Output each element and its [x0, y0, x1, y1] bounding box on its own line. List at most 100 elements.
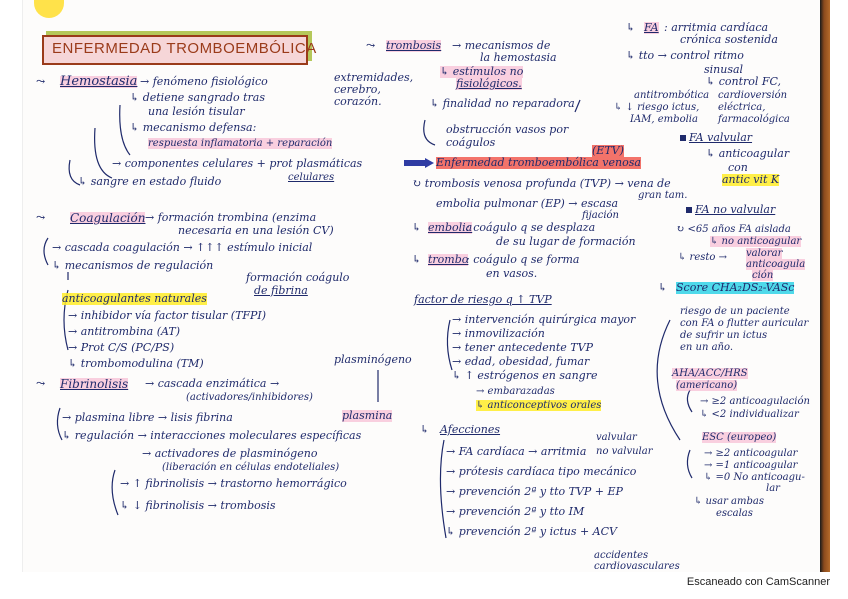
square-bullet-icon	[686, 207, 692, 213]
hemostasia-line: una lesión tisular	[148, 105, 245, 118]
trombosis-line: la hemostasia	[480, 51, 557, 64]
fa-novalvular-line: anticoagula	[746, 259, 806, 270]
arrow-icon: ↳	[658, 281, 668, 294]
novalvular-label: no valvular	[596, 446, 653, 457]
fa-novalvular-line: ↳ no anticoagular	[710, 236, 802, 247]
heading-afecciones: Afecciones	[440, 423, 501, 436]
coagulacion-line: → formación trombina (enzima	[145, 211, 317, 224]
fa-novalvular-line: ↳ resto →	[678, 252, 727, 263]
arrow-icon: ⤳	[36, 211, 46, 224]
fa-line: crónica sostenida	[680, 33, 778, 46]
etv-line: de su lugar de formación	[496, 235, 636, 248]
riesgo-item: → edad, obesidad, fumar	[452, 355, 590, 368]
coagulacion-line: de fibrina	[254, 284, 308, 297]
arrow-icon: ⤳	[366, 39, 376, 52]
hemostasia-line: ↳ sangre en estado fluido	[78, 175, 222, 188]
esc-line: lar	[766, 483, 780, 494]
riesgo-item: → intervención quirúrgica mayor	[452, 313, 636, 326]
trombosis-line: ↳ estímulos no	[440, 65, 524, 78]
score-line: con FA o flutter auricular	[680, 318, 809, 329]
trombosis-location: cerebro,	[334, 83, 381, 96]
heading-hemostasia: Hemostasia	[60, 74, 138, 89]
anticoagulantes-heading: anticoagulantes naturales	[62, 292, 207, 305]
heading-coagulacion: Coagulación	[70, 211, 146, 225]
fa-line: IAM, embolia	[630, 114, 698, 125]
fibrinolisis-line: (liberación en células endoteliales)	[162, 462, 340, 473]
arrow-icon: ↳	[420, 423, 430, 436]
fa-line: farmacológica	[718, 114, 790, 125]
esc-guideline: ESC (europeo)	[702, 432, 777, 443]
fa-valvular-line: antic vit K	[722, 173, 780, 186]
afeccion-item: → prevención 2ª y tto IM	[446, 505, 585, 518]
esc-line: ↳ =0 No anticoagu-	[704, 472, 805, 483]
hemostasia-line: celulares	[288, 172, 335, 183]
coagulacion-line: necesaria en una lesión CV)	[178, 224, 334, 237]
hemostasia-line: respuesta inflamatoria + reparación	[148, 138, 333, 149]
afeccion-item: ↳ prevención 2ª y ictus + ACV	[446, 525, 617, 538]
riesgo-item: → inmovilización	[452, 327, 545, 340]
fibrinolisis-line: → ↑ fibrinolisis → trastorno hemorrágico	[120, 477, 347, 490]
etv-line: embolia pulmonar (EP) → escasa	[436, 197, 619, 210]
coagulacion-line: formación coágulo	[246, 271, 350, 284]
score-cha2ds2-vasc: Score CHA₂DS₂-VASc	[676, 281, 795, 294]
fa-line: ↳ ↓ riesgo ictus,	[614, 102, 700, 113]
etv-abbreviation: (ETV)	[592, 144, 624, 157]
embolia-term: embolia	[428, 221, 473, 234]
aha-guideline: AHA/ACC/HRS	[672, 368, 748, 379]
aha-line: ↳ <2 individualizar	[700, 409, 799, 420]
scanner-watermark: Escaneado con CamScanner	[686, 576, 830, 588]
fa-line: antitrombótica	[634, 90, 710, 101]
score-line: en un año.	[680, 342, 734, 353]
plasmina-label: plasmina	[342, 409, 393, 422]
esc-line: → =1 anticoagular	[704, 460, 798, 471]
fa-novalvular-line: valorar	[746, 248, 783, 259]
anticoagulante-item: → antitrombina (AT)	[68, 325, 180, 338]
afeccion-item: → FA cardíaca → arritmia	[446, 445, 587, 458]
heading-riesgo: factor de riesgo q ↑ TVP	[414, 293, 552, 306]
arrow-icon: ↳	[412, 221, 422, 234]
fa-line: cardioversión	[718, 90, 788, 101]
etv-line: : coágulo q se desplaza	[466, 221, 596, 234]
fibrinolisis-line: (activadores/inhibidores)	[186, 392, 313, 403]
fa-novalvular-line: ↻ <65 años FA aislada	[676, 224, 791, 235]
fa-valvular-line: ↳ anticoagular	[706, 147, 790, 160]
page-edge	[820, 0, 830, 572]
fa-line: ↳ control FC,	[706, 75, 782, 88]
trombosis-line: fisiológicos.	[456, 77, 522, 90]
afeccion-item: → prótesis cardíaca tipo mecánico	[446, 465, 637, 478]
fibrinolisis-line: ↳ regulación → interacciones moleculares…	[62, 429, 362, 442]
fibrinolisis-line: → activadores de plasminógeno	[142, 447, 318, 460]
afeccion-item: → prevención 2ª y tto TVP + EP	[446, 485, 623, 498]
hemostasia-line: ↳ detiene sangrado tras	[130, 91, 265, 104]
aha-guideline: (americano)	[676, 380, 738, 391]
trombosis-line: → mecanismos de	[452, 39, 551, 52]
riesgo-item: → tener antecedente TVP	[452, 341, 593, 354]
arrow-icon: ⤳	[36, 377, 46, 390]
esc-line: → ≥2 anticoagular	[704, 448, 798, 459]
etv-line: fijación	[582, 210, 619, 221]
title-banner	[42, 35, 308, 65]
fa-valvular-line: con	[728, 161, 748, 174]
riesgo-subitem: → embarazadas	[476, 386, 555, 397]
esc-line: ↳ usar ambas	[694, 496, 764, 507]
heading-fa: FA	[644, 21, 659, 34]
trombosis-line: coágulos	[446, 136, 496, 149]
etv-line: : coágulo q se forma	[466, 253, 580, 266]
score-line: de sufrir un ictus	[680, 330, 768, 341]
anticoagulante-item: → inhibidor vía factor tisular (TFPI)	[68, 309, 267, 322]
fa-valvular-heading: FA valvular	[680, 132, 752, 144]
riesgo-subitem: ↳ anticonceptivos orales	[476, 400, 602, 411]
acv-label: accidentes	[594, 550, 649, 561]
trombo-term: trombo	[428, 253, 469, 266]
fa-line: eléctrica,	[718, 102, 766, 113]
etv-line: gran tam.	[638, 190, 688, 201]
etv-line: en vasos.	[486, 267, 538, 280]
valvular-label: valvular	[596, 432, 637, 443]
riesgo-item: ↳ ↑ estrógenos en sangre	[452, 369, 598, 382]
acv-label: cardiovasculares	[594, 561, 680, 572]
square-bullet-icon	[680, 135, 686, 141]
fa-line: ↳ tto → control ritmo	[626, 49, 744, 62]
trombosis-line: obstrucción vasos por	[446, 123, 569, 136]
trombosis-location: extremidades,	[334, 71, 414, 84]
